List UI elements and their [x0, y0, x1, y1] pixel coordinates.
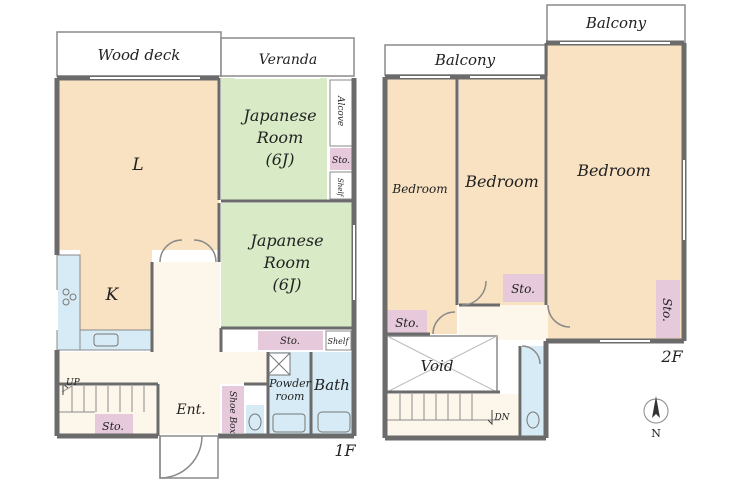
alcove-label: Alcove — [335, 95, 345, 126]
shoe-box — [222, 386, 244, 433]
storage-large — [656, 280, 680, 338]
windows-1f — [56, 77, 355, 330]
door-icon — [461, 280, 487, 306]
toilet-2f — [522, 346, 544, 438]
floor2-label: 2F — [660, 347, 683, 366]
shelf-jr-label: Shelf — [336, 178, 344, 198]
bedroom-mid-label: Bedroom — [464, 172, 539, 191]
japanese-room-2 — [221, 203, 354, 328]
stove-burner-icon — [62, 298, 70, 306]
labels: Wood deck Veranda L K Japanese Room (6J)… — [66, 14, 684, 460]
wood-deck — [56, 31, 222, 77]
void-label: Void — [421, 357, 454, 375]
toilet-icon-2f — [526, 411, 540, 429]
stairs-2f — [387, 394, 519, 438]
sink-icon — [93, 333, 119, 347]
storage-small — [387, 310, 427, 334]
storage-mid-2f-label: Sto. — [511, 282, 535, 296]
corridor — [57, 352, 267, 384]
windows-2f — [400, 42, 685, 342]
front-door-icon — [159, 435, 203, 479]
storage-mid-label: Sto. — [280, 336, 300, 347]
wood-deck-label: Wood deck — [98, 46, 181, 64]
floor1-label: 1F — [334, 441, 356, 460]
veranda — [220, 37, 355, 77]
door-icon — [159, 239, 183, 263]
up-label: UP — [66, 378, 81, 388]
door-icon — [547, 304, 571, 328]
shoe-box-label: Shoe Box — [227, 391, 237, 434]
storage-stairs-label: Sto. — [102, 420, 124, 433]
powder-line1: Powder — [268, 377, 312, 390]
toilet-icon — [248, 413, 262, 431]
balcony-top — [546, 4, 686, 44]
storage-jr — [330, 148, 352, 170]
jr2-line2: Room — [263, 253, 310, 272]
balcony-top-label: Balcony — [585, 14, 647, 32]
kitchen-label: K — [105, 285, 120, 305]
door-icon — [521, 345, 541, 365]
door-icon — [432, 311, 456, 335]
stair-treads — [57, 385, 145, 413]
washbasin-icon — [272, 413, 306, 433]
first-floor — [54, 31, 357, 479]
jr1-line3: (6J) — [265, 150, 294, 169]
door-icon — [193, 239, 217, 263]
bath-label: Bath — [313, 376, 350, 394]
kitchen-counter-lower — [79, 329, 153, 351]
bedroom-small-label: Bedroom — [391, 182, 447, 196]
kitchen — [80, 250, 152, 330]
veranda-label: Veranda — [259, 52, 317, 68]
shelf-mid-label: Shelf — [328, 337, 351, 346]
second-floor — [382, 4, 687, 441]
storage-small-label: Sto. — [395, 316, 419, 330]
down-label: DN — [493, 413, 510, 423]
entrance-label: Ent. — [175, 402, 205, 418]
living-label: L — [131, 155, 143, 175]
storage-mid-2f — [503, 274, 544, 302]
jr2-line1: Japanese — [247, 231, 323, 250]
storage-stairs — [95, 414, 133, 436]
stove-burner-icon — [69, 293, 77, 301]
storage-jr-label: Sto. — [332, 156, 350, 166]
bedroom-large-label: Bedroom — [576, 161, 651, 180]
bedroom-mid — [459, 77, 546, 305]
bathtub-icon — [317, 411, 351, 433]
balcony-left — [384, 44, 548, 76]
stair-treads-2f — [387, 394, 500, 421]
hall-2f — [459, 305, 548, 340]
shelf-mid — [325, 330, 352, 351]
north-arrow-icon — [643, 396, 669, 424]
balcony-left-label: Balcony — [434, 51, 496, 69]
living-room — [57, 78, 219, 250]
japanese-room-1 — [221, 78, 327, 200]
jr1-line1: Japanese — [240, 106, 316, 125]
storage-large-label: Sto. — [660, 298, 674, 322]
storage-mid — [258, 331, 323, 350]
bath — [312, 352, 354, 438]
jr2-line3: (6J) — [272, 275, 301, 294]
entrance — [160, 384, 220, 434]
jr1-line2: Room — [256, 128, 303, 147]
down-arrow-icon — [487, 410, 493, 426]
north-label: N — [651, 427, 661, 440]
stove-burner-icon — [62, 288, 70, 296]
powder-line2: room — [276, 390, 305, 403]
bedroom-small — [385, 77, 457, 334]
porch — [159, 435, 219, 479]
